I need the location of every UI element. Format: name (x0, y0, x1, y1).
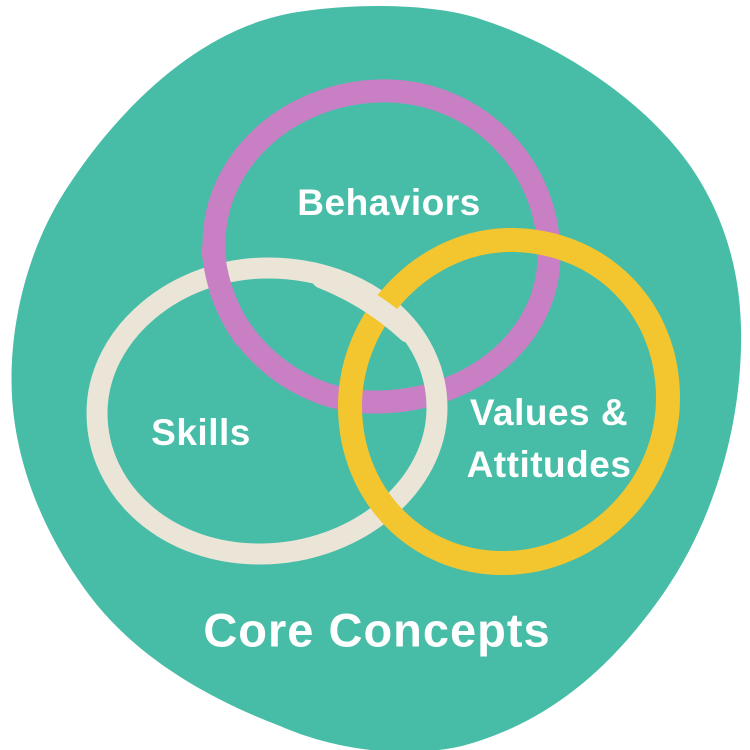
behaviors-label: Behaviors (297, 182, 481, 223)
values-attitudes-label: Values & Attitudes (467, 387, 632, 491)
diagram-title: Core Concepts (203, 603, 551, 657)
values-attitudes-label-line2: Attitudes (466, 444, 632, 485)
behaviors-ring-over-segment (201, 238, 256, 348)
values-attitudes-ring (337, 227, 681, 576)
skills-label: Skills (151, 412, 251, 453)
behaviors-ring (202, 79, 561, 414)
skills-ring (86, 257, 448, 565)
skills-ring-over-segment (311, 267, 419, 343)
values-attitudes-label-line1: Values & (469, 392, 629, 433)
